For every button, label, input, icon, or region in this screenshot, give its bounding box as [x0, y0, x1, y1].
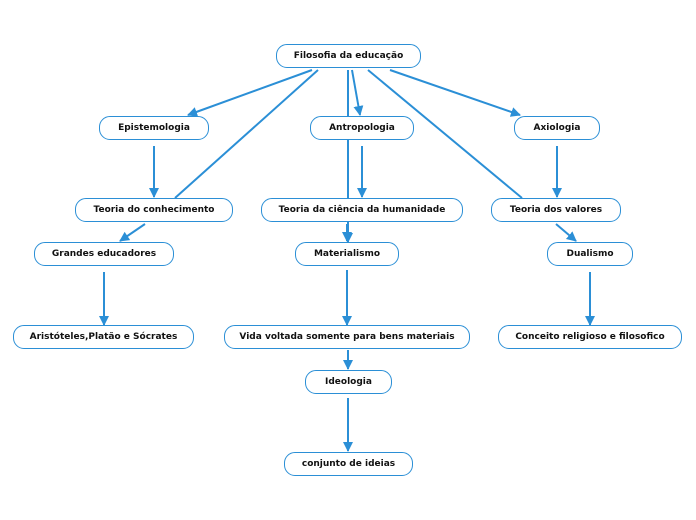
node-conceito-religioso-filosofico[interactable]: Conceito religioso e filosofico	[498, 325, 682, 349]
edge-root-axiologia	[389, 69, 521, 117]
edge-root-teoria-valores	[367, 69, 523, 199]
node-teoria-dos-valores[interactable]: Teoria dos valores	[491, 198, 621, 222]
node-aristoteles-platao-socrates[interactable]: Aristóteles,Platão e Sócrates	[13, 325, 194, 349]
node-epistemologia[interactable]: Epistemologia	[99, 116, 209, 140]
node-axiologia[interactable]: Axiologia	[514, 116, 600, 140]
edge-root-antropologia	[351, 69, 364, 116]
node-ideologia[interactable]: Ideologia	[305, 370, 392, 394]
node-teoria-da-ciencia-da-humanidade[interactable]: Teoria da ciência da humanidade	[261, 198, 463, 222]
node-dualismo[interactable]: Dualismo	[547, 242, 633, 266]
edge-teoria-valores-dualismo	[555, 223, 577, 242]
node-vida-voltada-bens-materiais[interactable]: Vida voltada somente para bens materiais	[224, 325, 470, 349]
node-antropologia[interactable]: Antropologia	[310, 116, 414, 140]
node-conjunto-de-ideias[interactable]: conjunto de ideias	[284, 452, 413, 476]
node-filosofia-da-educacao[interactable]: Filosofia da educação	[276, 44, 421, 68]
node-teoria-do-conhecimento[interactable]: Teoria do conhecimento	[75, 198, 233, 222]
edge-teoria-conhecimento-grandes-educadores	[119, 223, 146, 242]
node-grandes-educadores[interactable]: Grandes educadores	[34, 242, 174, 266]
edge-root-epistemologia	[187, 69, 313, 117]
node-materialismo[interactable]: Materialismo	[295, 242, 399, 266]
edge-root-teoria-conhecimento	[174, 69, 319, 199]
